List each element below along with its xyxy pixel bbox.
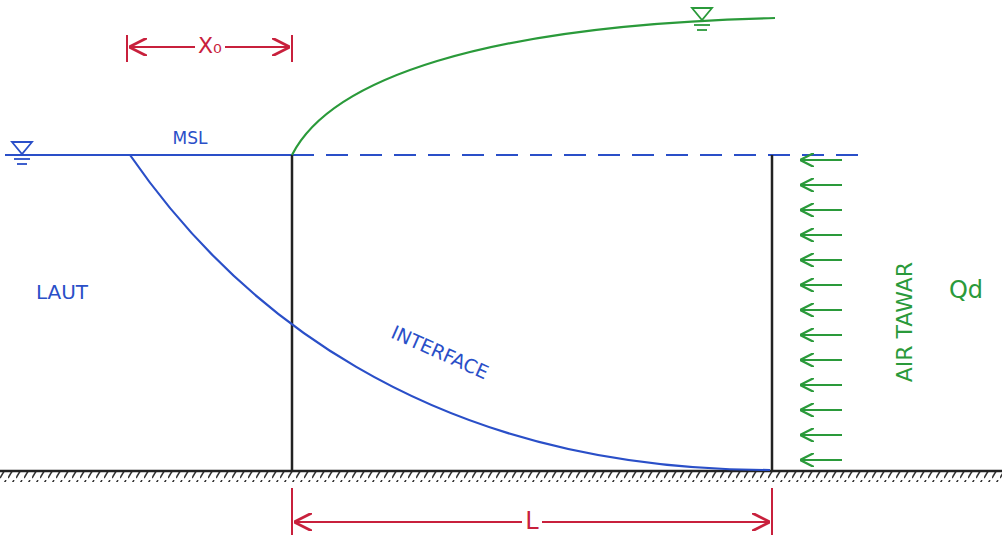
water-table-symbol	[692, 8, 712, 30]
inflow-arrow	[800, 409, 842, 411]
inflow-arrow	[800, 259, 842, 261]
inflow-arrow	[800, 159, 842, 161]
water-table	[292, 18, 775, 155]
msl-label: MSL	[170, 129, 211, 148]
inflow-arrow	[800, 434, 842, 436]
inflow-arrow	[800, 234, 842, 236]
inland-boundary	[771, 155, 774, 471]
inflow-arrow	[800, 384, 842, 386]
l-dimension	[292, 488, 772, 535]
inflow-arrow	[800, 284, 842, 286]
dimension-label: L	[522, 508, 541, 534]
inflow-arrow	[800, 459, 842, 461]
freshwater-label: AIR TAWAR	[893, 259, 917, 385]
inflow-arrow	[800, 309, 842, 311]
sea-label: LAUT	[33, 281, 91, 303]
water-symbol	[12, 142, 32, 164]
inflow-arrow	[800, 359, 842, 361]
discharge-label: Qd	[946, 277, 986, 303]
interface-curve	[130, 155, 770, 470]
msl-dashed	[292, 154, 870, 156]
inflow-arrows	[800, 160, 842, 460]
ground-hatch	[0, 471, 1002, 482]
inflow-arrow	[800, 334, 842, 336]
coast-boundary	[291, 155, 294, 471]
inflow-arrow	[800, 184, 842, 186]
msl-line	[5, 154, 292, 156]
dimension-label: X₀	[195, 34, 225, 58]
ground-line	[0, 470, 1002, 473]
inflow-arrow	[800, 209, 842, 211]
interface-label: INTERFACE	[386, 320, 495, 384]
